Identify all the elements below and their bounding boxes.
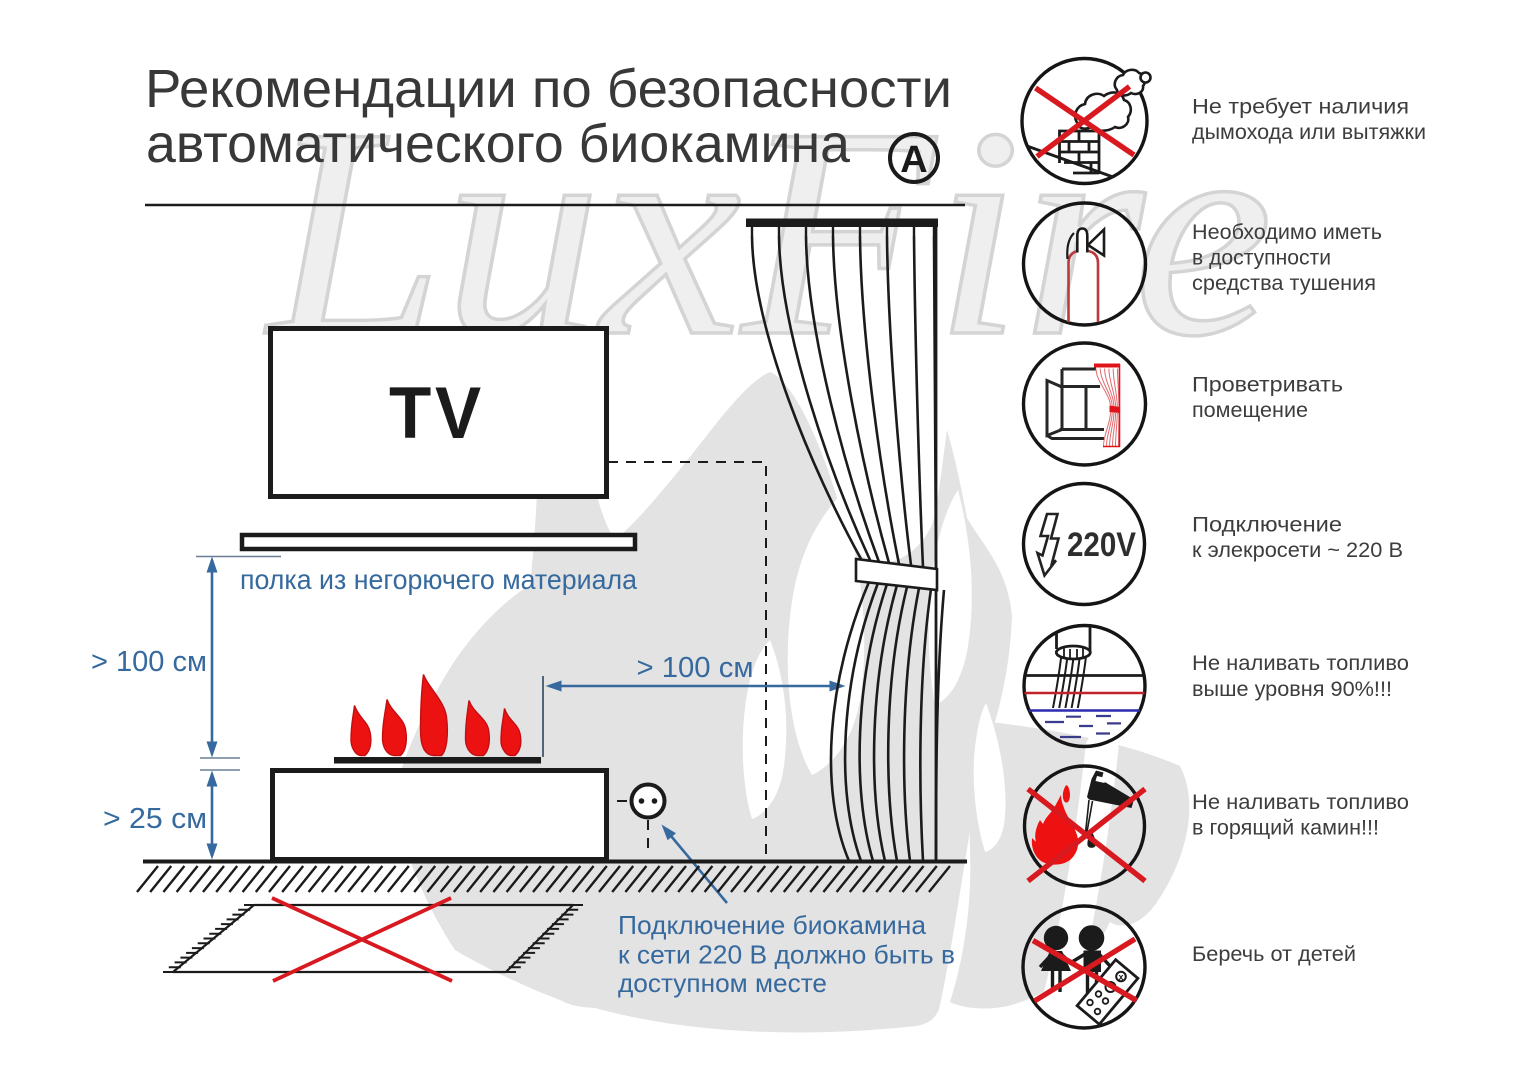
svg-text:доступном месте: доступном месте xyxy=(618,968,827,998)
svg-text:220V: 220V xyxy=(1067,526,1136,564)
svg-text:> 100 см: > 100 см xyxy=(637,652,754,684)
svg-text:Не наливать топливо: Не наливать топливо xyxy=(1192,651,1409,675)
svg-text:Подключение биокамина: Подключение биокамина xyxy=(618,910,927,940)
svg-text:Не наливать топливо: Не наливать топливо xyxy=(1192,790,1409,814)
svg-text:полка из негорючего материала: полка из негорючего материала xyxy=(240,564,637,595)
svg-text:x: x xyxy=(1118,972,1123,982)
svg-text:Подключение: Подключение xyxy=(1192,513,1342,537)
svg-text:выше уровня 90%!!!: выше уровня 90%!!! xyxy=(1192,677,1392,701)
svg-text:дымохода или вытяжки: дымохода или вытяжки xyxy=(1192,120,1426,144)
svg-text:Необходимо иметь: Необходимо иметь xyxy=(1192,220,1382,244)
svg-text:в доступности: в доступности xyxy=(1192,246,1331,270)
svg-text:TV: TV xyxy=(389,373,485,454)
svg-text:Не требует наличия: Не требует наличия xyxy=(1192,95,1409,119)
svg-text:A: A xyxy=(900,139,927,181)
svg-text:к элекросети ~ 220 В: к элекросети ~ 220 В xyxy=(1192,538,1403,562)
svg-text:Рекомендации по безопасности: Рекомендации по безопасности xyxy=(145,59,952,119)
svg-text:Проветривать: Проветривать xyxy=(1192,373,1343,397)
svg-text:> 25 см: > 25 см xyxy=(103,803,207,835)
svg-text:к сети 220 В должно быть в: к сети 220 В должно быть в xyxy=(618,940,955,970)
svg-text:средства тушения: средства тушения xyxy=(1192,271,1376,295)
svg-text:автоматического биокамина: автоматического биокамина xyxy=(146,114,851,174)
svg-text:Беречь от детей: Беречь от детей xyxy=(1192,942,1356,966)
svg-text:в горящий камин!!!: в горящий камин!!! xyxy=(1192,816,1379,840)
svg-text:> 100 см: > 100 см xyxy=(91,646,207,678)
svg-text:помещение: помещение xyxy=(1192,398,1308,422)
